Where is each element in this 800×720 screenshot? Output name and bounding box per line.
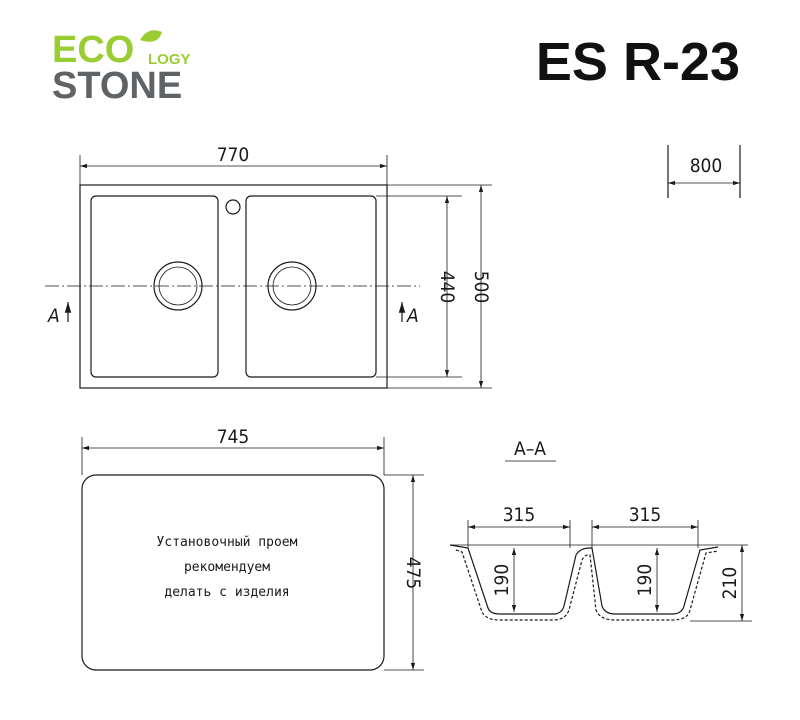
cutout-note-1: рекомендуем [184, 560, 270, 575]
tap-hole [225, 199, 241, 215]
cutout-view: 745 475 Установочный проем рекомендуем д… [81, 426, 424, 671]
section-bowl_left_depth: 190 [491, 564, 513, 597]
section-total_depth: 210 [719, 567, 741, 600]
section-bowl_right_width: 315 [629, 504, 662, 526]
section-mark-left: A [47, 305, 60, 327]
leaf-icon [140, 30, 162, 42]
dim-width: 770 [217, 144, 250, 166]
cutout-height: 475 [402, 557, 424, 590]
dim-outer-height: 500 [470, 271, 492, 304]
left-bowl [90, 195, 219, 378]
top-view: 770 440 500 A A [45, 144, 492, 389]
sink-outline [79, 184, 388, 389]
section-mark-right: A [406, 305, 419, 327]
cutout-width: 745 [217, 426, 250, 448]
section-title: A–A [514, 438, 546, 460]
right-bowl [245, 195, 377, 378]
section-bowl_right_depth: 190 [634, 564, 656, 597]
section-bowl_left_width: 315 [503, 504, 536, 526]
cutout-note-0: Установочный проем [157, 535, 298, 550]
section-view: A–A 315 315 190 190 210 [449, 438, 752, 622]
ecology-stone-logo: ECO LOGY STONE [52, 29, 191, 107]
cabinet-width: 800 [690, 155, 723, 177]
dim-inner-height: 440 [436, 271, 458, 304]
model-title: ES R-23 [536, 32, 740, 92]
logo-stone: STONE [52, 65, 182, 107]
cabinet-width: 800 [667, 145, 741, 198]
logo-logy: LOGY [148, 51, 191, 68]
cutout-note-2: делать с изделия [164, 585, 289, 600]
logo-eco: ECO [52, 29, 134, 71]
